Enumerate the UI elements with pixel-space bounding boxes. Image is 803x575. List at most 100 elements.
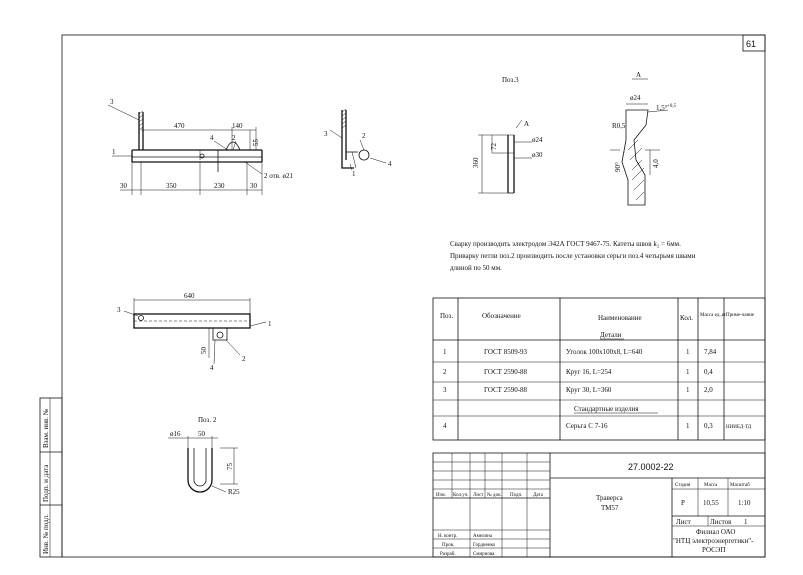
sheet-number: 61 — [746, 39, 756, 49]
spec-row1-name: Уголок 100х100х8, L=640 — [566, 348, 643, 356]
spec-h-name: Наименование — [598, 314, 642, 322]
section-a-r05: R0,5 — [612, 122, 626, 130]
dim-140: 140 — [232, 122, 243, 130]
section-a-d40: 4,0 — [652, 159, 660, 168]
spec-row3-qty: 1 — [686, 386, 690, 394]
spec-row4-name: Серьга С 7-16 — [566, 422, 608, 430]
spec-row4-pos: 4 — [443, 422, 447, 430]
pos3-72: 72 — [490, 143, 498, 151]
spec-table: Поз. Обозначение Наименование Кол. Масса… — [432, 297, 766, 441]
top-callout-1: 1 — [268, 320, 272, 328]
title-block: Изм. Кол.уч. Лист № док. Подп. Дата Н. к… — [432, 452, 766, 558]
spec-row3-code: ГОСТ 2590-88 — [484, 386, 528, 394]
side-callout-4: 4 — [388, 160, 392, 168]
spec-h-code: Обозначение — [482, 312, 521, 320]
sheet-number-box — [742, 34, 766, 52]
tb-sheet-label: Лист — [676, 518, 691, 526]
tb-person-2: Гордиенко — [473, 543, 496, 548]
top-callout-3: 3 — [117, 306, 121, 314]
tb-scale-label: Масштаб — [730, 483, 750, 488]
spec-row3-pos: 3 — [443, 386, 447, 394]
main-view: 470 140 55 30 350 230 30 2 отв. ø21 1 2 … — [107, 98, 294, 195]
note-line-3: длиной по 50 мм. — [450, 264, 502, 272]
section-a-view: А ø24 R0,5 1,5° +0,5 90° 4,0 — [610, 71, 677, 206]
tb-scale: 1:10 — [738, 499, 751, 507]
spec-h-pos: Поз. — [440, 312, 453, 320]
section-a-slope-sup: +0,5 — [667, 104, 677, 109]
spec-row2-mass: 0,4 — [704, 368, 713, 376]
tb-role-1: Н. контр. — [438, 534, 457, 539]
tb-h-kol: Кол.уч. — [453, 493, 469, 498]
top-callout-2: 2 — [242, 355, 246, 363]
pos3-mark-a: А — [524, 120, 529, 128]
top-callout-4: 4 — [210, 364, 214, 372]
stamp-inv-replace: Взам. инв. № — [42, 408, 50, 448]
stamp-sign-date: Подп. и дата — [42, 464, 50, 502]
sheet-frame — [61, 34, 766, 558]
spec-row2-name: Круг 16, L=254 — [566, 368, 612, 376]
spec-row3-name: Круг 30, L=360 — [566, 386, 612, 394]
section-a-angle: 90° — [614, 162, 622, 172]
tb-role-3: Разраб. — [440, 552, 456, 557]
section-a-d24: ø24 — [630, 94, 641, 102]
section-a-title: А — [636, 71, 641, 79]
top-dim-50: 50 — [200, 347, 208, 355]
pos2-r25: R25 — [228, 488, 240, 496]
side-view: 3 2 4 1 — [324, 108, 392, 178]
tb-sheets-label: Листов — [710, 518, 732, 526]
dim-55: 55 — [252, 139, 260, 147]
callout-3: 3 — [110, 98, 114, 106]
spec-row1-qty: 1 — [686, 348, 690, 356]
tb-h-podp: Подп. — [510, 493, 522, 498]
side-callout-3: 3 — [324, 130, 328, 138]
spec-row1-code: ГОСТ 8509-93 — [484, 348, 528, 356]
pos2-d50: 50 — [198, 430, 206, 438]
dim-470: 470 — [174, 122, 185, 130]
section-a-slope: 1,5° — [656, 104, 668, 112]
tb-h-data: Дата — [533, 493, 544, 498]
spec-section-details: Детали — [600, 331, 622, 339]
side-callout-2: 2 — [362, 132, 366, 140]
tb-name-2: ТМ57 — [601, 504, 619, 512]
tb-h-ndok: № док. — [487, 492, 502, 498]
stamp-inv-orig: Инв. № подл. — [42, 514, 50, 554]
tb-mass: 10,55 — [703, 499, 719, 507]
dim-30-left: 30 — [120, 182, 128, 190]
tb-stage-label: Стадия — [675, 483, 691, 488]
callout-4: 4 — [210, 134, 214, 142]
spec-row3-mass: 2,0 — [704, 386, 713, 394]
tb-sheets: 1 — [744, 518, 748, 526]
note-line-2: Приварку петли поз.2 производить после у… — [450, 252, 696, 260]
tb-doc-code: 27.0002-22 — [628, 462, 674, 472]
pos2-title: Поз. 2 — [198, 416, 217, 424]
dim-230: 230 — [214, 182, 225, 190]
spec-row4-note: НИИЕД-ТД — [726, 425, 752, 430]
tb-org-1: Филиал ОАО — [696, 528, 735, 536]
dim-30-right: 30 — [250, 182, 258, 190]
side-callout-1: 1 — [352, 170, 356, 178]
tb-person-3: Смирнова — [473, 552, 495, 557]
callout-1: 1 — [112, 148, 116, 156]
pos2-view: Поз. 2 ø16 50 75 R25 — [168, 416, 240, 496]
tb-org-2: "НТЦ электроэнергетики"- — [673, 537, 754, 545]
spec-row4-qty: 1 — [686, 422, 690, 430]
top-dim-640: 640 — [184, 292, 195, 300]
spec-row2-code: ГОСТ 2590-88 — [484, 368, 528, 376]
callout-2: 2 — [232, 134, 236, 142]
dim-holes: 2 отв. ø21 — [264, 172, 294, 180]
spec-row4-mass: 0,3 — [704, 422, 713, 430]
dim-350: 350 — [166, 182, 177, 190]
spec-h-mass: Масса ед.,кг — [700, 313, 726, 318]
spec-row2-pos: 2 — [443, 368, 447, 376]
pos3-360: 360 — [472, 157, 480, 168]
note-line-1: Сварку производить электродом Э42А ГОСТ … — [450, 240, 681, 248]
top-view: 640 50 3 1 2 4 — [117, 292, 272, 372]
pos3-title: Поз.3 — [502, 76, 519, 84]
tb-org-3: РОСЭП — [702, 546, 725, 554]
tb-name-1: Траверса — [596, 494, 624, 502]
welding-note: Сварку производить электродом Э42А ГОСТ … — [450, 240, 696, 272]
tb-person-1: Амелина — [473, 534, 493, 539]
pos3-d24: ø24 — [532, 136, 543, 144]
pos2-d16: ø16 — [170, 430, 181, 438]
